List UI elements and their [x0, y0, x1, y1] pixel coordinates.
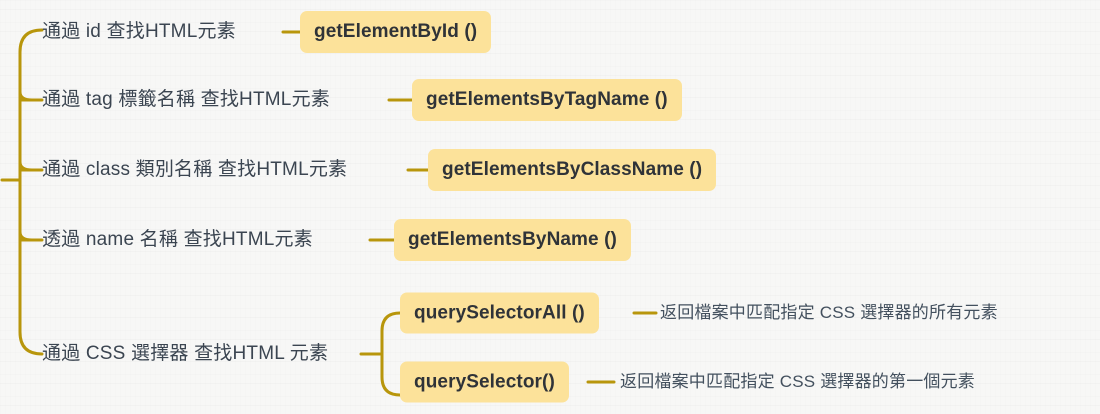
branch-label-name[interactable]: 透過 name 名稱 查找HTML元素	[42, 229, 313, 250]
elbow-row-3	[18, 146, 34, 172]
branch-label-tag[interactable]: 通過 tag 標籤名稱 查找HTML元素	[42, 89, 330, 110]
branch-label-css-selector[interactable]: 通過 CSS 選擇器 查找HTML 元素	[42, 343, 329, 364]
main-spine	[18, 28, 44, 356]
elbow-row-2	[18, 76, 34, 102]
method-box-getelementsbyname[interactable]: getElementsByName ()	[394, 219, 631, 261]
method-box-queryselector[interactable]: querySelector()	[400, 361, 569, 403]
method-box-getelementsbyclassname[interactable]: getElementsByClassName ()	[428, 149, 717, 191]
description-queryselectorall: 返回檔案中匹配指定 CSS 選擇器的所有元素	[660, 303, 998, 322]
description-queryselector: 返回檔案中匹配指定 CSS 選擇器的第一個元素	[620, 372, 975, 391]
method-box-queryselectorall[interactable]: querySelectorAll ()	[400, 292, 599, 334]
elbow-row-4	[18, 216, 34, 242]
method-box-getelementsbytagname[interactable]: getElementsByTagName ()	[412, 79, 682, 121]
branch-label-id[interactable]: 通過 id 查找HTML元素	[42, 21, 236, 42]
css-sub-spine	[380, 311, 402, 397]
branch-label-class[interactable]: 通過 class 類別名稱 查找HTML元素	[42, 159, 348, 180]
method-box-getelementbyid[interactable]: getElementById ()	[300, 11, 492, 53]
